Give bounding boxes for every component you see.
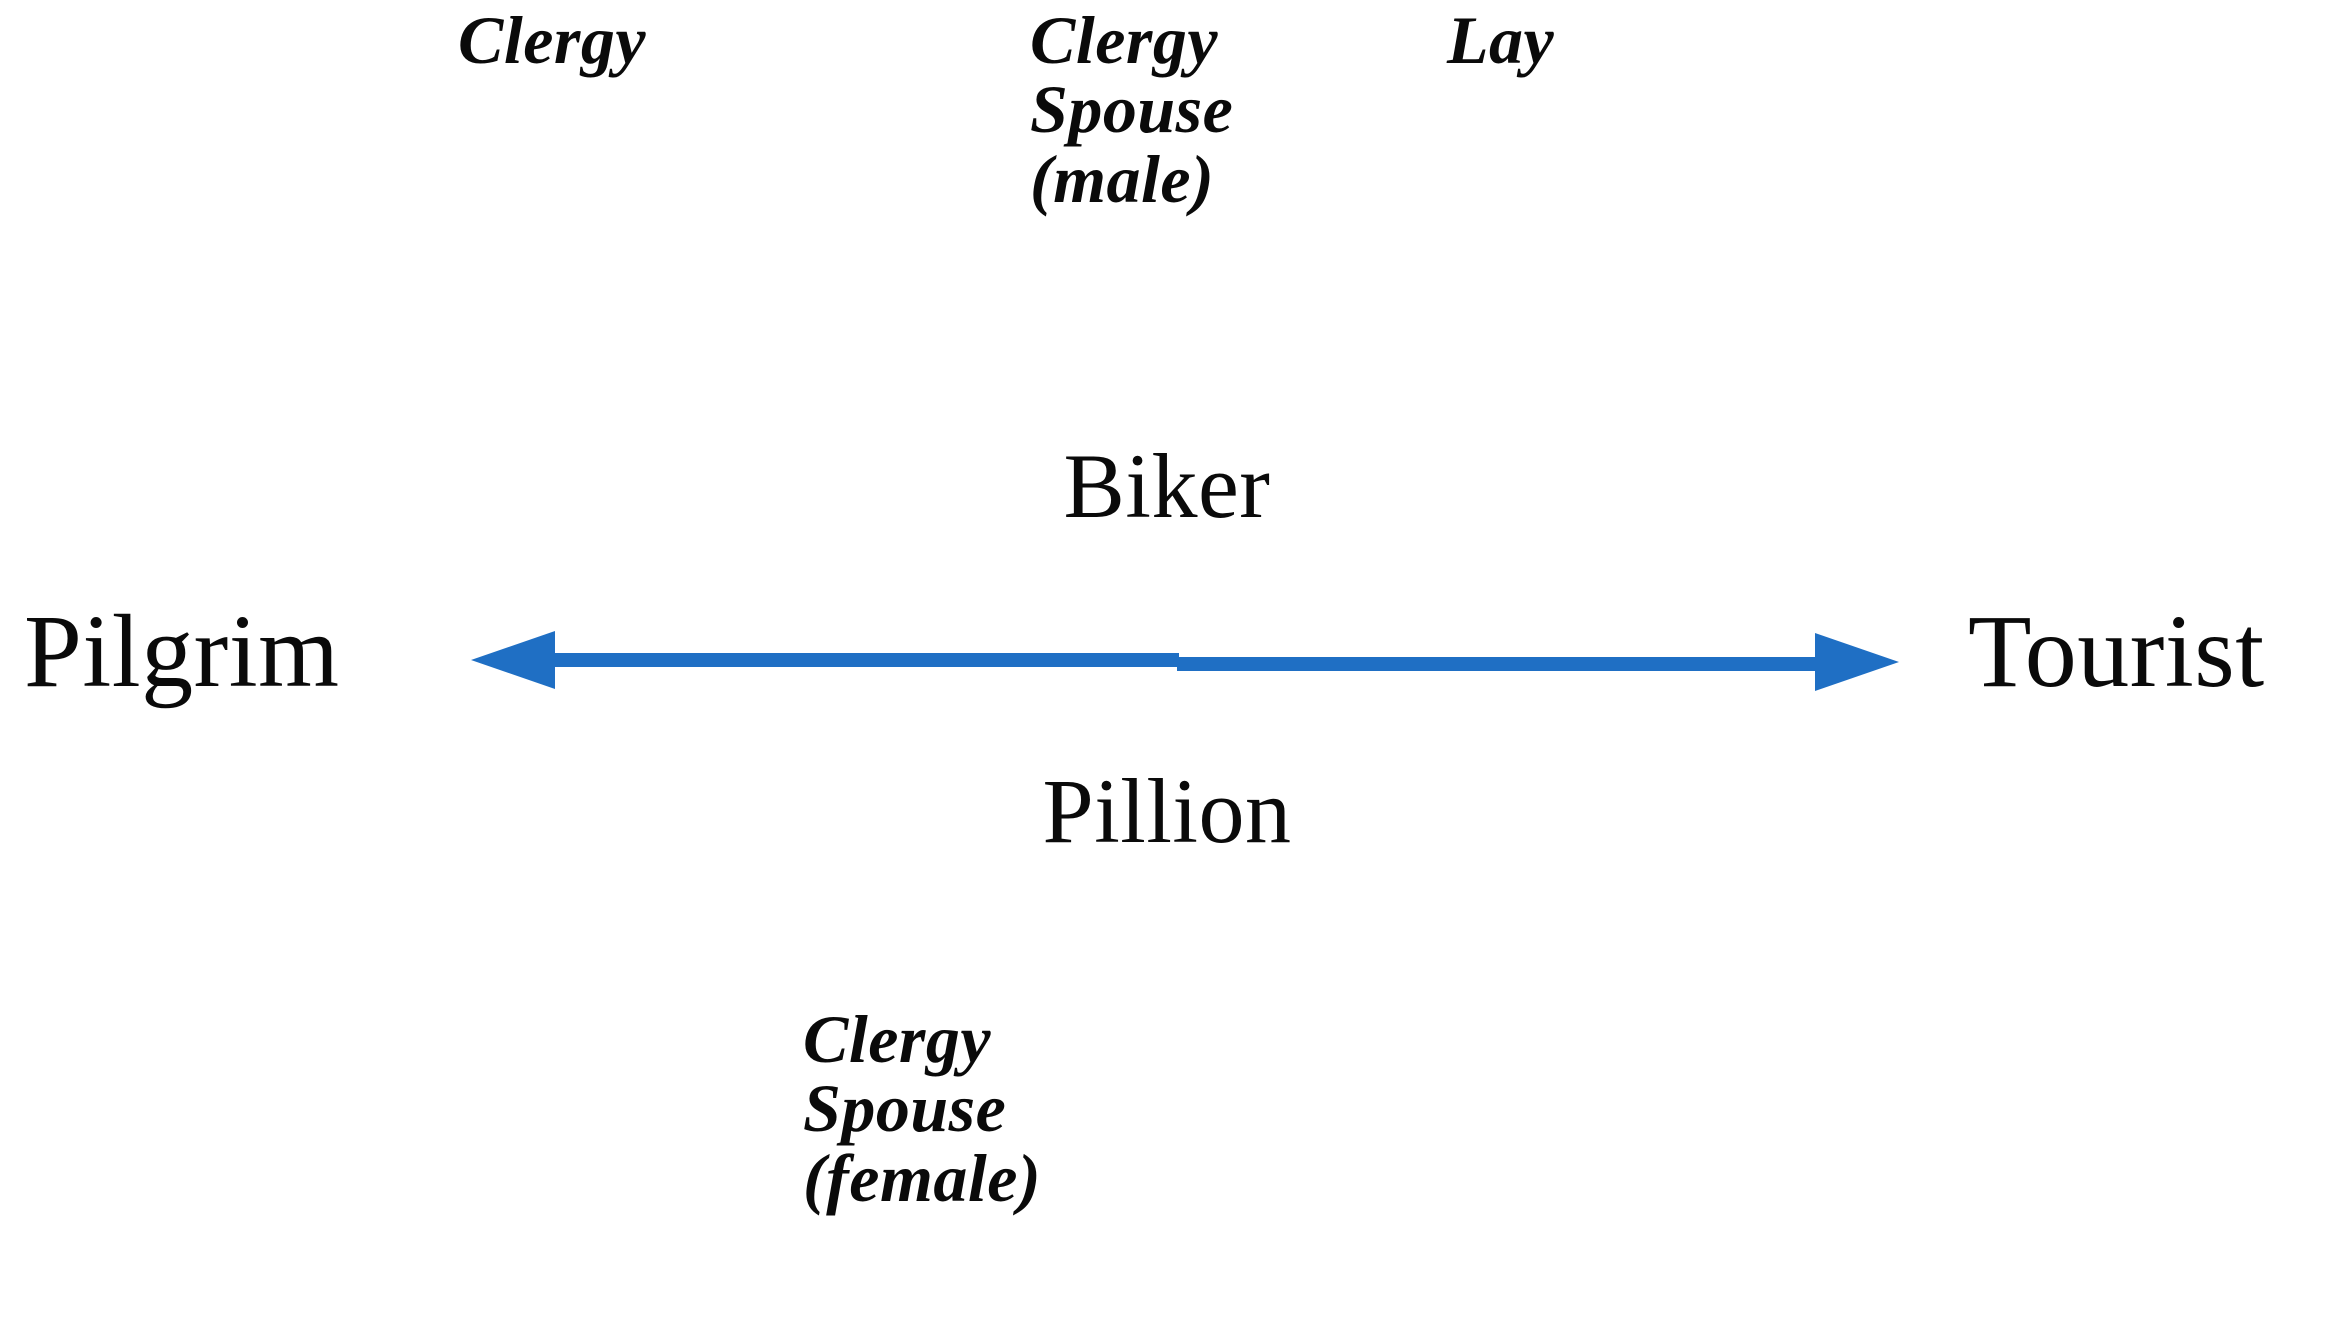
axis-pole-left-pilgrim: Pilgrim [24,594,340,709]
arrowhead-left-icon [471,631,555,689]
annotation-clergy-top: Clergy [458,2,647,78]
double-arrow-horizontal-icon [471,631,1899,691]
annotation-clergy-spouse-female: Clergy Spouse (female) [803,1001,1042,1216]
arrow-shaft-left [553,653,1179,667]
axis-pole-right-tourist: Tourist [1968,594,2265,709]
arrow-shaft-right [1177,657,1847,671]
annotation-lay: Lay [1447,2,1555,78]
arrowhead-right-icon [1815,633,1899,691]
annotation-clergy-spouse-male: Clergy Spouse (male) [1030,2,1234,217]
role-label-biker: Biker [1063,435,1271,537]
role-label-pillion: Pillion [1042,760,1292,862]
